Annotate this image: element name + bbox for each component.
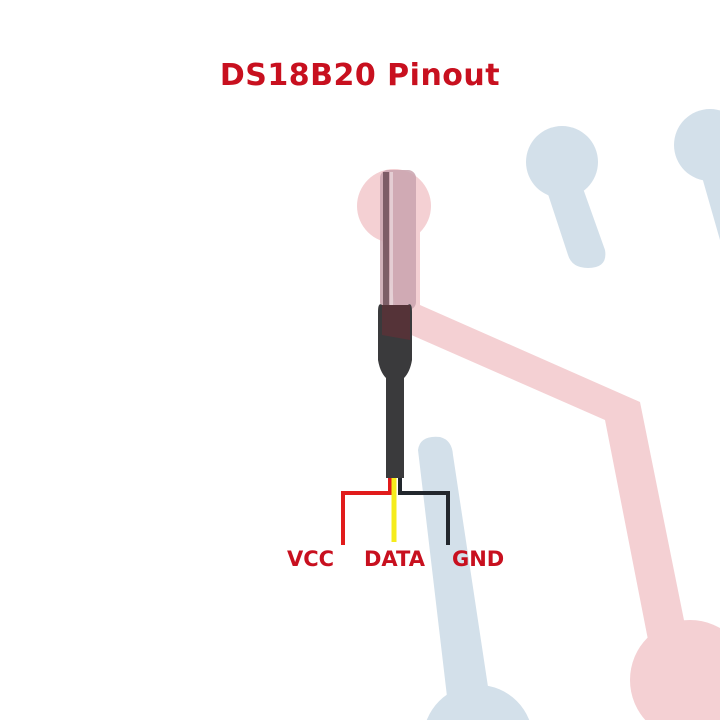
wires <box>341 478 450 545</box>
pin-label-data: DATA <box>364 547 426 571</box>
pin-label-vcc: VCC <box>287 547 335 571</box>
vcc-wire <box>341 478 392 545</box>
page-title: DS18B20 Pinout <box>219 58 501 93</box>
blue-trace-group <box>418 109 720 720</box>
pin-label-gnd: GND <box>452 547 505 571</box>
probe-tube <box>380 170 416 310</box>
probe-overmold <box>378 304 412 478</box>
gnd-wire <box>398 478 450 545</box>
